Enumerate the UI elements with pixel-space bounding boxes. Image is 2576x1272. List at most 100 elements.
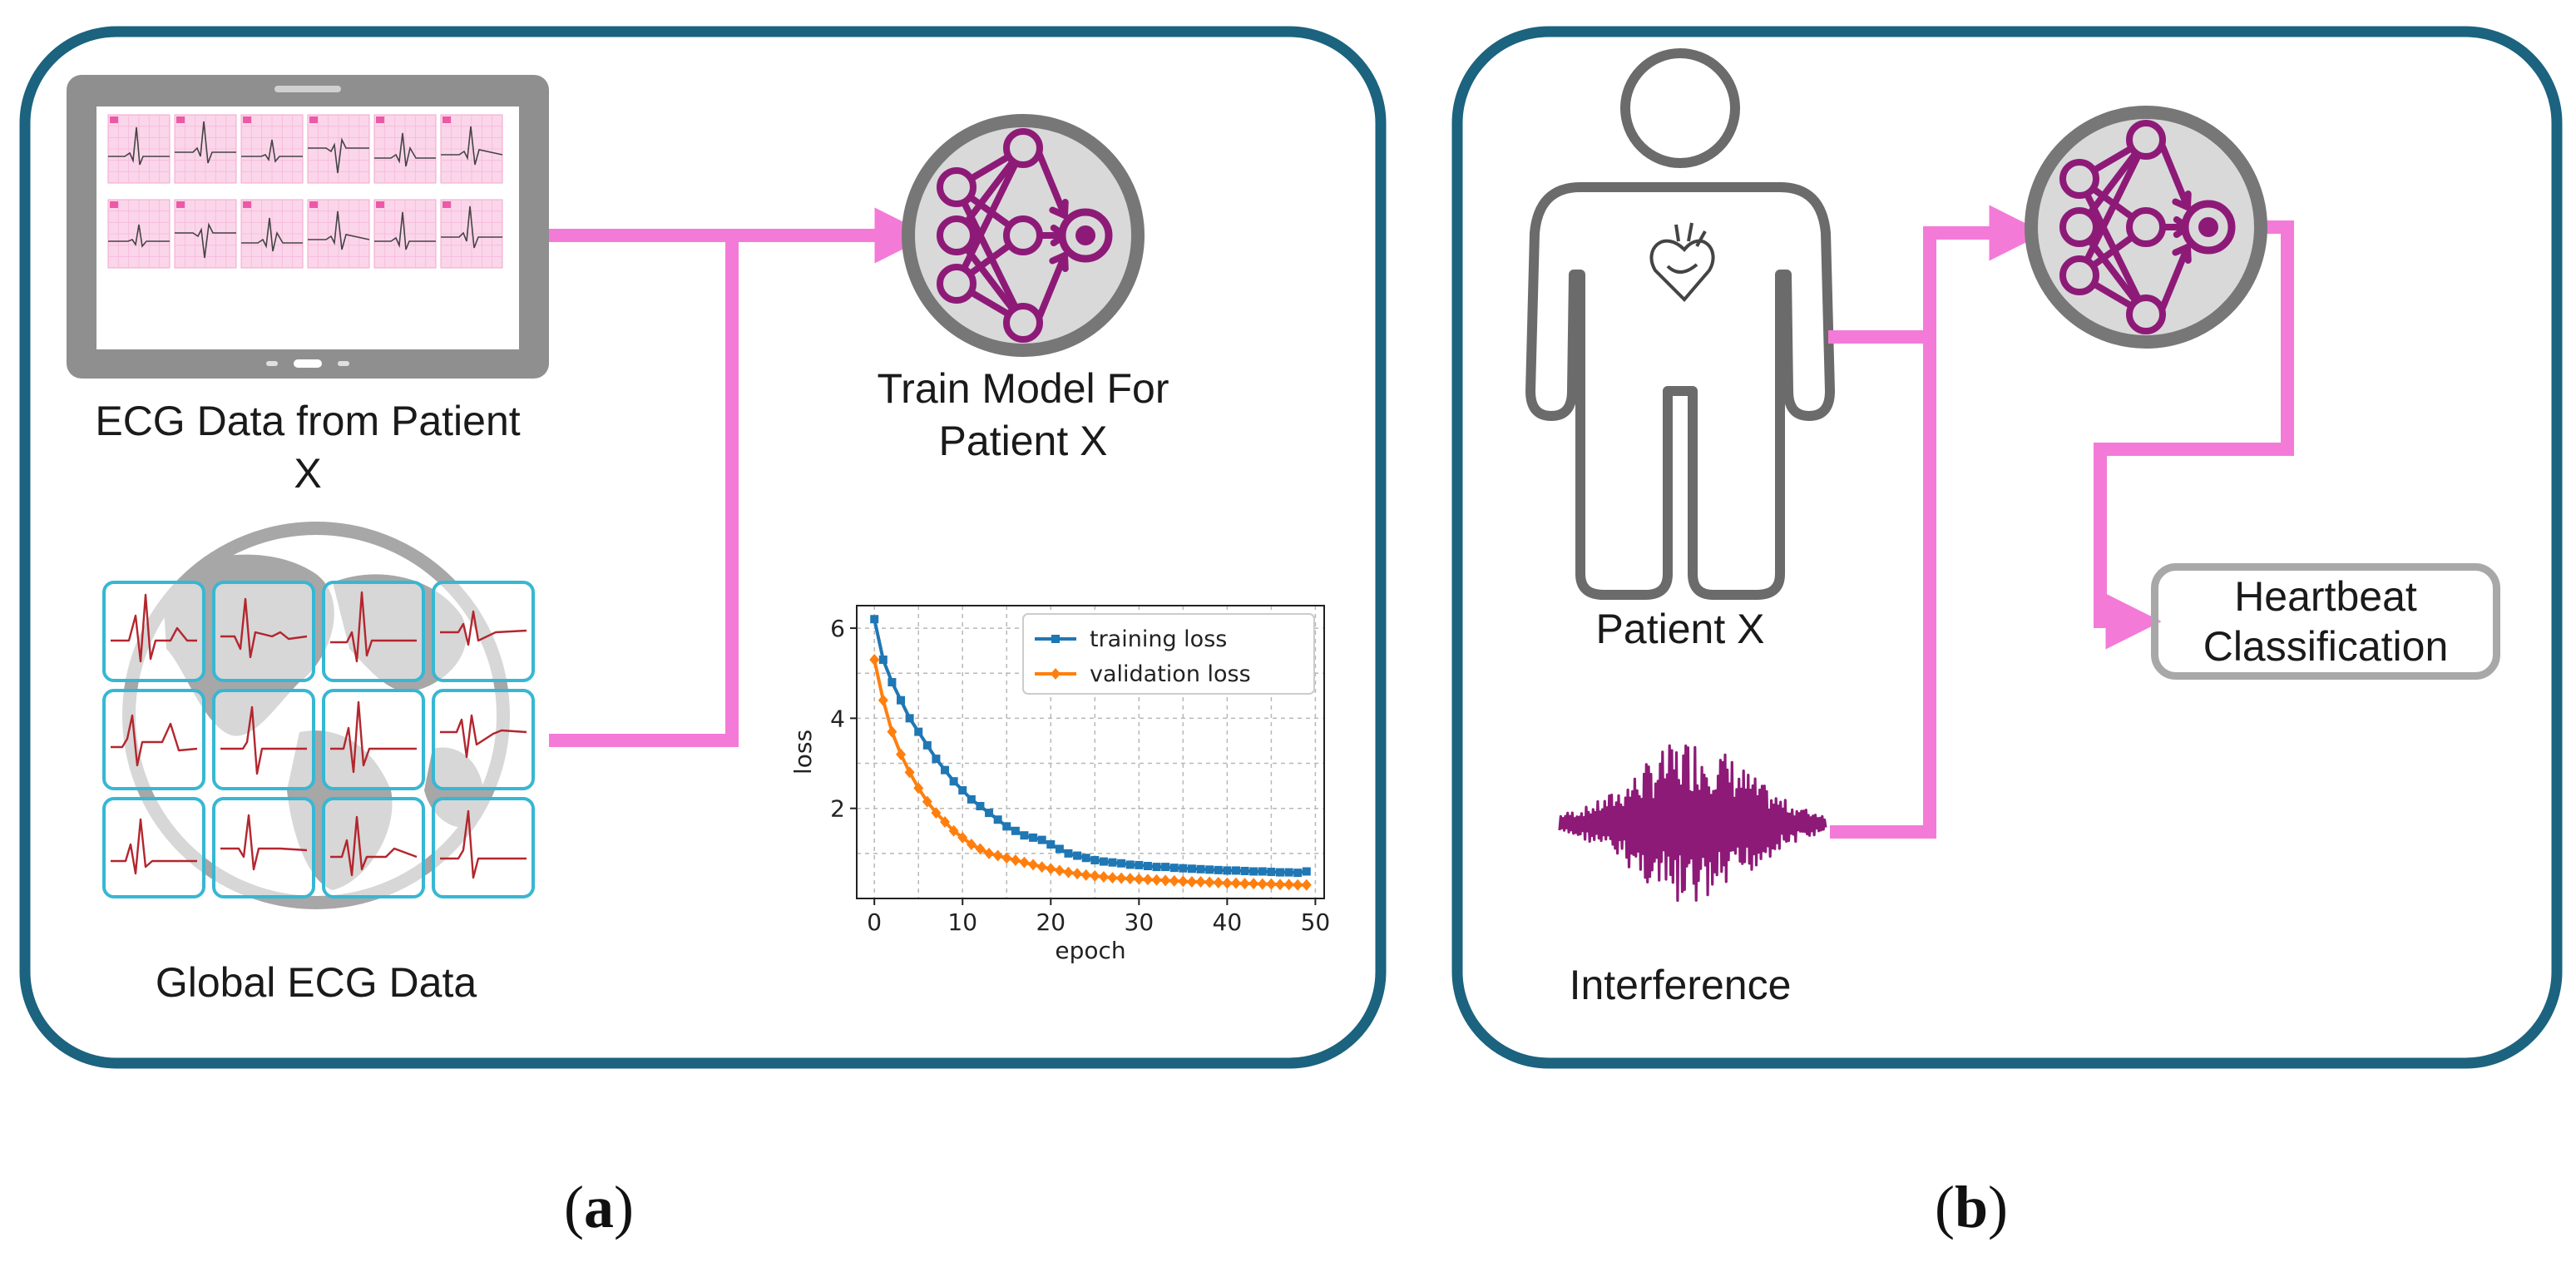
data-point (1081, 854, 1090, 863)
data-point (1293, 869, 1303, 878)
data-point (967, 794, 976, 804)
data-point (1142, 874, 1153, 886)
waveform-icon (1558, 744, 1827, 903)
ecg-tile (102, 797, 205, 898)
ecg-lead-tile (174, 114, 237, 184)
neural-network-icon (902, 114, 1145, 357)
to-model-arrow (1830, 205, 2045, 839)
y-tick-label: 6 (830, 615, 845, 642)
data-point (1020, 831, 1029, 840)
caption-b-close: ) (1988, 1174, 2008, 1240)
data-point (1178, 875, 1189, 888)
globe-icon (102, 522, 535, 909)
legend-label: validation loss (1090, 661, 1251, 687)
data-point (1187, 864, 1196, 874)
x-tick-label: 50 (1301, 908, 1331, 936)
data-point (1080, 869, 1091, 881)
data-point (897, 695, 906, 705)
ecg-tile (322, 797, 425, 898)
data-point (1064, 849, 1073, 858)
global-to-model-line (549, 235, 739, 747)
ecg-tile (212, 797, 315, 898)
data-point (887, 725, 897, 738)
data-point (1036, 861, 1047, 874)
data-point (1301, 879, 1312, 891)
data-point (1063, 866, 1074, 879)
data-point (941, 765, 950, 775)
interference-waveform (1558, 744, 1827, 903)
data-point (1037, 835, 1046, 844)
data-point (1239, 878, 1250, 890)
ecg-lead-tile (307, 199, 370, 269)
ecg-lead-tile (174, 199, 237, 269)
ecg-lead-tile (107, 199, 171, 269)
data-point (1090, 869, 1100, 882)
ecg-tile (102, 689, 205, 790)
data-point (1090, 855, 1100, 864)
heart-icon (1649, 222, 1715, 302)
data-point (940, 815, 951, 828)
data-point (1134, 873, 1145, 885)
data-point (932, 755, 941, 764)
data-point (1213, 877, 1224, 889)
data-point (1186, 875, 1197, 888)
panel-a-frame (19, 26, 1387, 1069)
data-point (1179, 864, 1188, 873)
ecg-lead-tile (373, 114, 437, 184)
data-point (1258, 867, 1267, 876)
plot-frame (856, 605, 1325, 899)
data-point (1214, 865, 1223, 874)
ecg-patient-label: ECG Data from Patient X (95, 398, 521, 497)
person-icon (1525, 48, 1835, 600)
data-point (1143, 862, 1152, 871)
legend-box (1022, 613, 1315, 695)
y-tick-label: 2 (830, 795, 845, 823)
data-point (1125, 873, 1135, 885)
ecg-tile (322, 581, 425, 682)
x-tick-label: 40 (1213, 908, 1243, 936)
data-point (948, 824, 959, 837)
ecg-lead-tile (107, 114, 171, 184)
data-point (878, 694, 888, 706)
legend-marker (1051, 668, 1061, 680)
data-point (1249, 867, 1258, 876)
ecg-tile (212, 581, 315, 682)
data-point (1135, 860, 1144, 869)
data-point (1054, 864, 1065, 877)
data-point (1161, 863, 1170, 872)
data-point (957, 831, 968, 844)
caption-b-open: ( (1934, 1174, 1955, 1240)
data-point (1240, 866, 1249, 875)
data-point (1107, 872, 1118, 884)
ecg-tile (432, 797, 535, 898)
ecg-tile (432, 581, 535, 682)
x-tick-label: 10 (947, 908, 977, 936)
data-point (1046, 840, 1056, 849)
global-ecg-label: Global ECG Data (155, 959, 477, 1006)
data-point (976, 801, 985, 810)
data-point (1029, 833, 1038, 842)
caption-a-open: ( (564, 1174, 584, 1240)
ecg-lead-tile (440, 114, 503, 184)
tablet-ecg-grid (107, 114, 503, 269)
panel-a-arrows (549, 207, 931, 747)
data-point (958, 786, 967, 795)
caption-b: (b) (1905, 1173, 2038, 1242)
data-point (1204, 876, 1215, 888)
data-point (1169, 874, 1179, 887)
y-axis-label: loss (789, 730, 817, 775)
data-point (1169, 864, 1179, 873)
data-point (1046, 863, 1056, 875)
ecg-lead-tile (240, 199, 304, 269)
caption-a: (a) (532, 1173, 665, 1242)
data-point (1001, 852, 1012, 864)
ecg-lead-tile (440, 199, 503, 269)
data-point (1116, 872, 1127, 884)
legend-marker (1051, 635, 1060, 643)
x-tick-label: 20 (1036, 908, 1066, 936)
legend-label: training loss (1090, 626, 1227, 652)
data-point (1223, 866, 1232, 875)
caption-a-close: ) (614, 1174, 634, 1240)
data-point (913, 782, 924, 794)
data-point (1293, 879, 1303, 891)
